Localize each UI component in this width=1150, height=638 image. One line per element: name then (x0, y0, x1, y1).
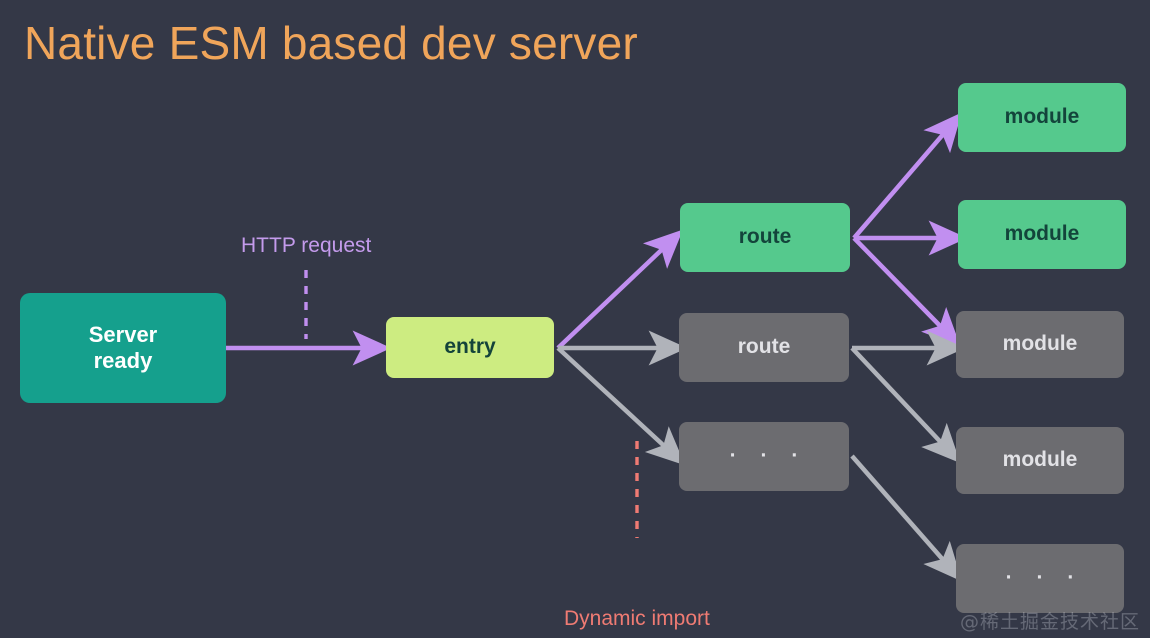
page-title: Native ESM based dev server (24, 17, 638, 69)
node-module-4[interactable]: module (956, 427, 1124, 494)
node-server-ready-line1: Server (88, 322, 158, 348)
node-module-1-label: module (1004, 105, 1080, 129)
arrow-route-to-module-1 (852, 112, 962, 240)
node-server-ready[interactable]: Server ready (20, 293, 226, 403)
node-route-more-label: · · · (729, 444, 808, 468)
node-route-active-label: route (738, 225, 792, 249)
node-module-3[interactable]: module (956, 311, 1124, 378)
node-entry-label: entry (444, 335, 496, 359)
node-module-3-label: module (1002, 332, 1078, 356)
arrow-route-to-module-3 (852, 236, 961, 347)
arrow-route-inactive-to-module-4 (850, 346, 961, 464)
node-module-4-label: module (1002, 448, 1078, 472)
label-http-request: HTTP request (241, 234, 372, 257)
node-route-inactive-label: route (737, 335, 791, 359)
node-module-more-label: · · · (1005, 566, 1084, 590)
watermark: @稀土掘金技术社区 (959, 611, 1140, 633)
arrow-route-more-to-module-more (850, 454, 963, 582)
node-module-more[interactable]: · · · (956, 544, 1124, 613)
node-module-2[interactable]: module (958, 200, 1126, 269)
node-route-active[interactable]: route (680, 203, 850, 272)
node-module-1[interactable]: module (958, 83, 1126, 152)
label-dynamic-import: Dynamic import (code split point) (564, 548, 718, 638)
node-route-inactive[interactable]: route (679, 313, 849, 382)
node-module-2-label: module (1004, 222, 1080, 246)
arrow-entry-to-route-more (556, 346, 686, 466)
label-dynamic-import-line1: Dynamic import (564, 606, 710, 630)
node-server-ready-line2: ready (93, 348, 153, 373)
node-entry[interactable]: entry (386, 317, 554, 378)
node-route-more[interactable]: · · · (679, 422, 849, 491)
arrow-entry-to-route-active (556, 229, 684, 350)
